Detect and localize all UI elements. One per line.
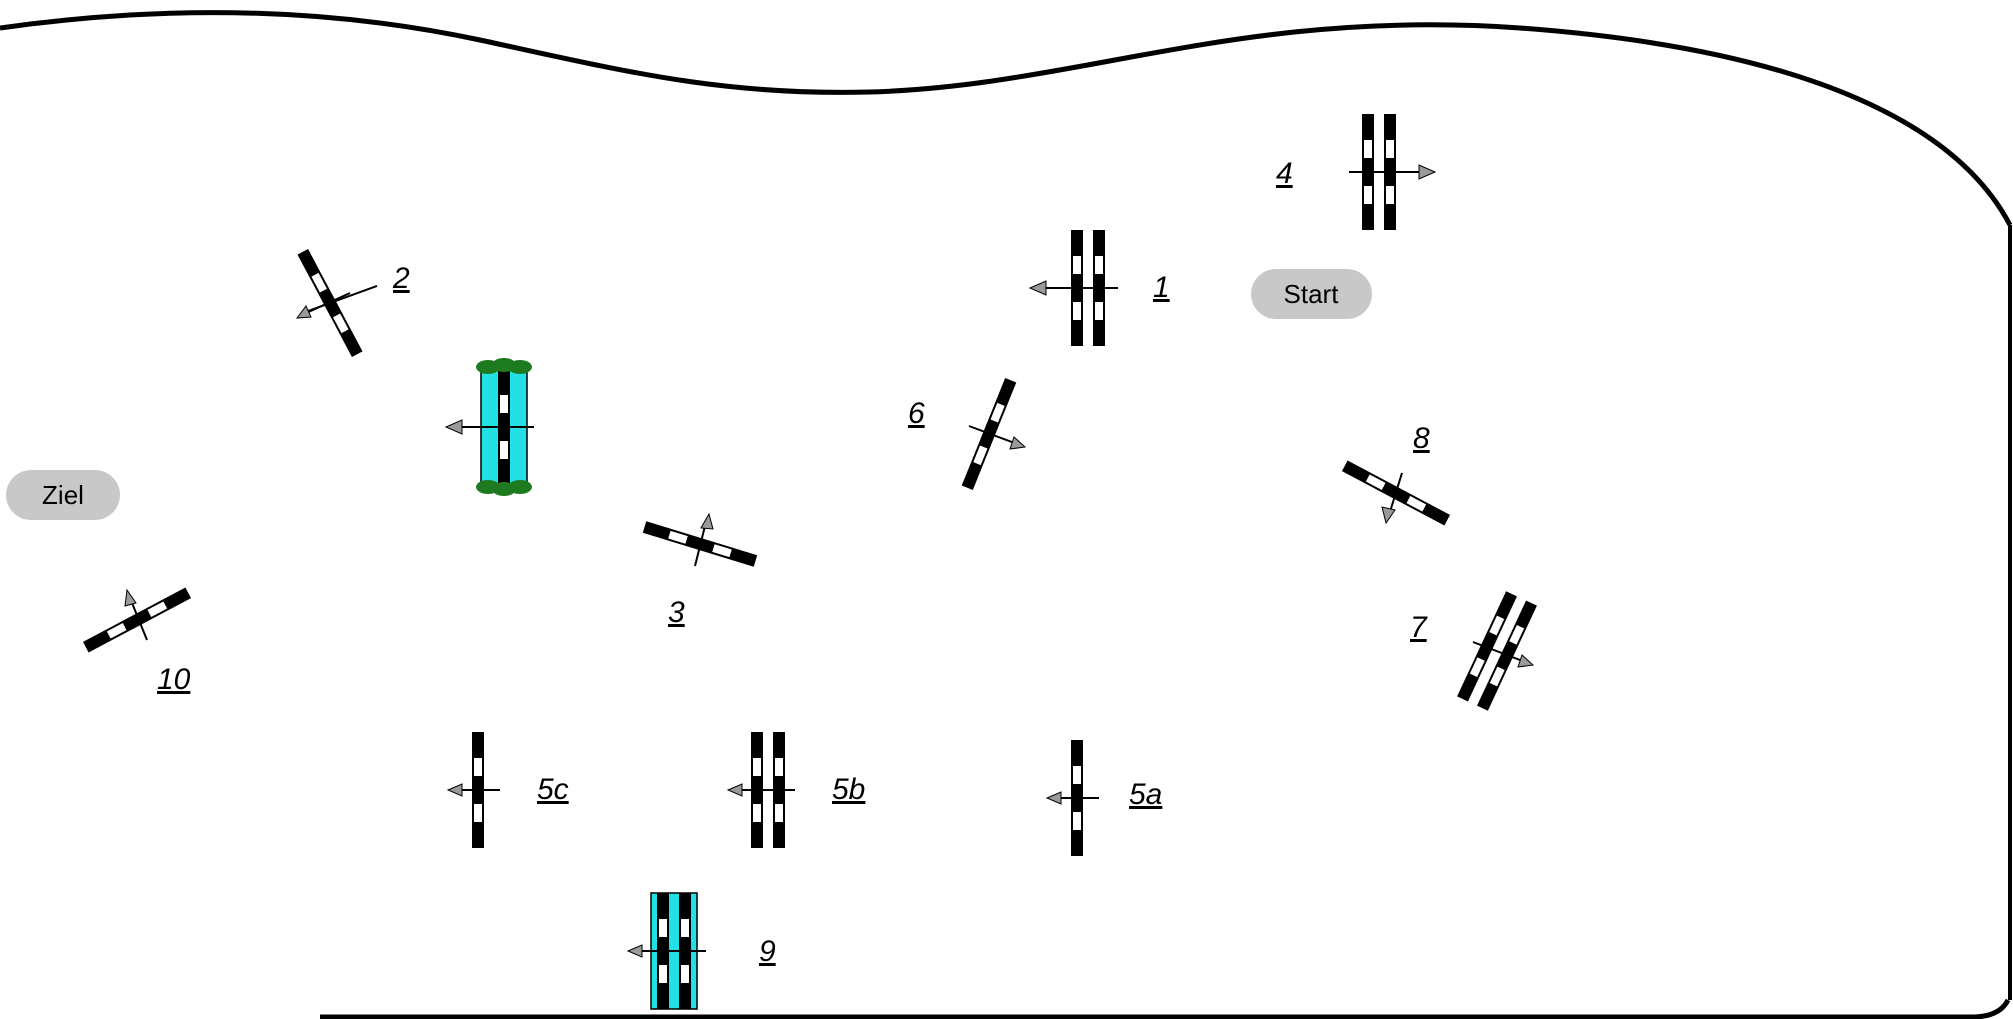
finish-label: Ziel xyxy=(42,480,84,510)
finish-marker[interactable]: Ziel xyxy=(6,470,120,520)
water-jump-hedge xyxy=(445,358,535,496)
obstacle-2-number: 2 xyxy=(392,262,410,295)
obstacle-5c-number: 5c xyxy=(537,773,569,806)
obstacle-2-arrow xyxy=(295,292,351,319)
obstacle-10 xyxy=(82,587,192,653)
obstacle-8-number: 8 xyxy=(1413,422,1430,455)
obstacle-9-number: 9 xyxy=(759,935,776,968)
obstacle-5b-number: 5b xyxy=(832,773,865,806)
start-marker[interactable]: Start xyxy=(1251,269,1372,319)
start-label: Start xyxy=(1284,279,1340,309)
arena-outline xyxy=(0,10,2013,227)
obstacle-4 xyxy=(1348,114,1436,230)
hedge-top xyxy=(476,358,532,374)
obstacle-3-arrow xyxy=(694,512,714,567)
arena-bottom-edge xyxy=(320,998,2011,1019)
obstacle-3-number: 3 xyxy=(668,596,685,629)
obstacle-5c xyxy=(446,732,500,848)
obstacle-4-number: 4 xyxy=(1276,157,1293,190)
obstacle-7-arrow xyxy=(1472,641,1535,668)
obstacle-1 xyxy=(1029,230,1119,346)
obstacle-6-number: 6 xyxy=(908,397,925,430)
obstacle-6-arrow xyxy=(968,425,1027,450)
obstacle-5a-number: 5a xyxy=(1129,778,1162,811)
obstacle-9 xyxy=(626,892,706,1010)
obstacle-1-number: 1 xyxy=(1153,271,1170,304)
obstacle-10-number: 10 xyxy=(157,663,191,696)
obstacle-7-number: 7 xyxy=(1410,611,1428,644)
hedge-bottom xyxy=(476,480,532,496)
obstacle-5a xyxy=(1045,740,1099,856)
obstacle-8-arrow xyxy=(1381,472,1403,525)
obstacle-10-arrow xyxy=(124,588,148,641)
obstacle-5b xyxy=(726,732,795,848)
